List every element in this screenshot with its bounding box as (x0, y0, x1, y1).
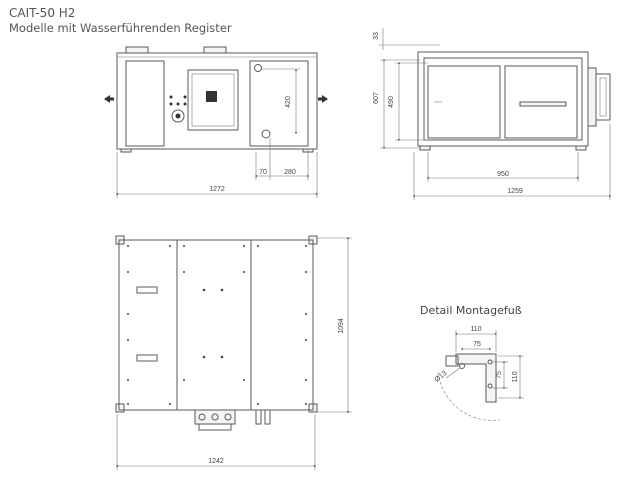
dim-1272: 1272 (209, 186, 225, 193)
front-top-flange-right (203, 46, 227, 54)
top-view: 1094 1242 (115, 235, 352, 470)
side-view: 33 607 490 950 1259 (373, 28, 612, 200)
dim-420: 420 (285, 96, 292, 108)
detail-dim-diameter: Ø13 (434, 370, 449, 384)
detail-circle-outline (437, 371, 501, 421)
dim-70: 70 (259, 169, 267, 176)
dim-1259: 1259 (507, 188, 523, 195)
front-left-panel (125, 60, 165, 147)
dim-490: 490 (388, 96, 395, 108)
front-right-panel (249, 60, 309, 147)
top-connection-box (194, 409, 236, 425)
dim-280: 280 (284, 169, 296, 176)
detail-dim-75-vertical: 75 (496, 371, 503, 379)
front-top-flange-left (125, 46, 149, 54)
dim-950: 950 (497, 171, 509, 178)
top-body (118, 239, 314, 411)
dim-607: 607 (373, 92, 380, 104)
air-inlet-arrow-icon (104, 95, 114, 103)
top-handle-lower (136, 354, 158, 362)
drawing-title: CAIT-50 H2 (9, 6, 76, 20)
detail-view: 110 75 75 110 Ø13 (434, 326, 524, 421)
front-body (116, 52, 318, 150)
detail-title: Detail Montagefuß (420, 304, 522, 317)
top-handle-upper (136, 286, 158, 294)
detail-dim-110-vertical: 110 (512, 371, 519, 382)
mounting-foot (455, 353, 497, 403)
front-control-box (187, 69, 239, 131)
front-fitting (171, 109, 185, 123)
detail-dim-110-horizontal: 110 (470, 326, 481, 333)
air-outlet-arrow-icon (318, 95, 328, 103)
drawing-subtitle: Modelle mit Wasserführenden Register (9, 21, 232, 35)
dim-33: 33 (373, 32, 380, 40)
dim-1094: 1094 (338, 318, 345, 334)
front-view: 420 70 280 1272 (104, 46, 328, 198)
side-panel-left (427, 65, 501, 139)
detail-dim-75-horizontal: 75 (473, 341, 481, 348)
side-panel-right (504, 65, 578, 139)
dim-1242: 1242 (208, 458, 224, 465)
warning-label-icon (206, 91, 217, 102)
side-connection-flange (587, 67, 597, 127)
